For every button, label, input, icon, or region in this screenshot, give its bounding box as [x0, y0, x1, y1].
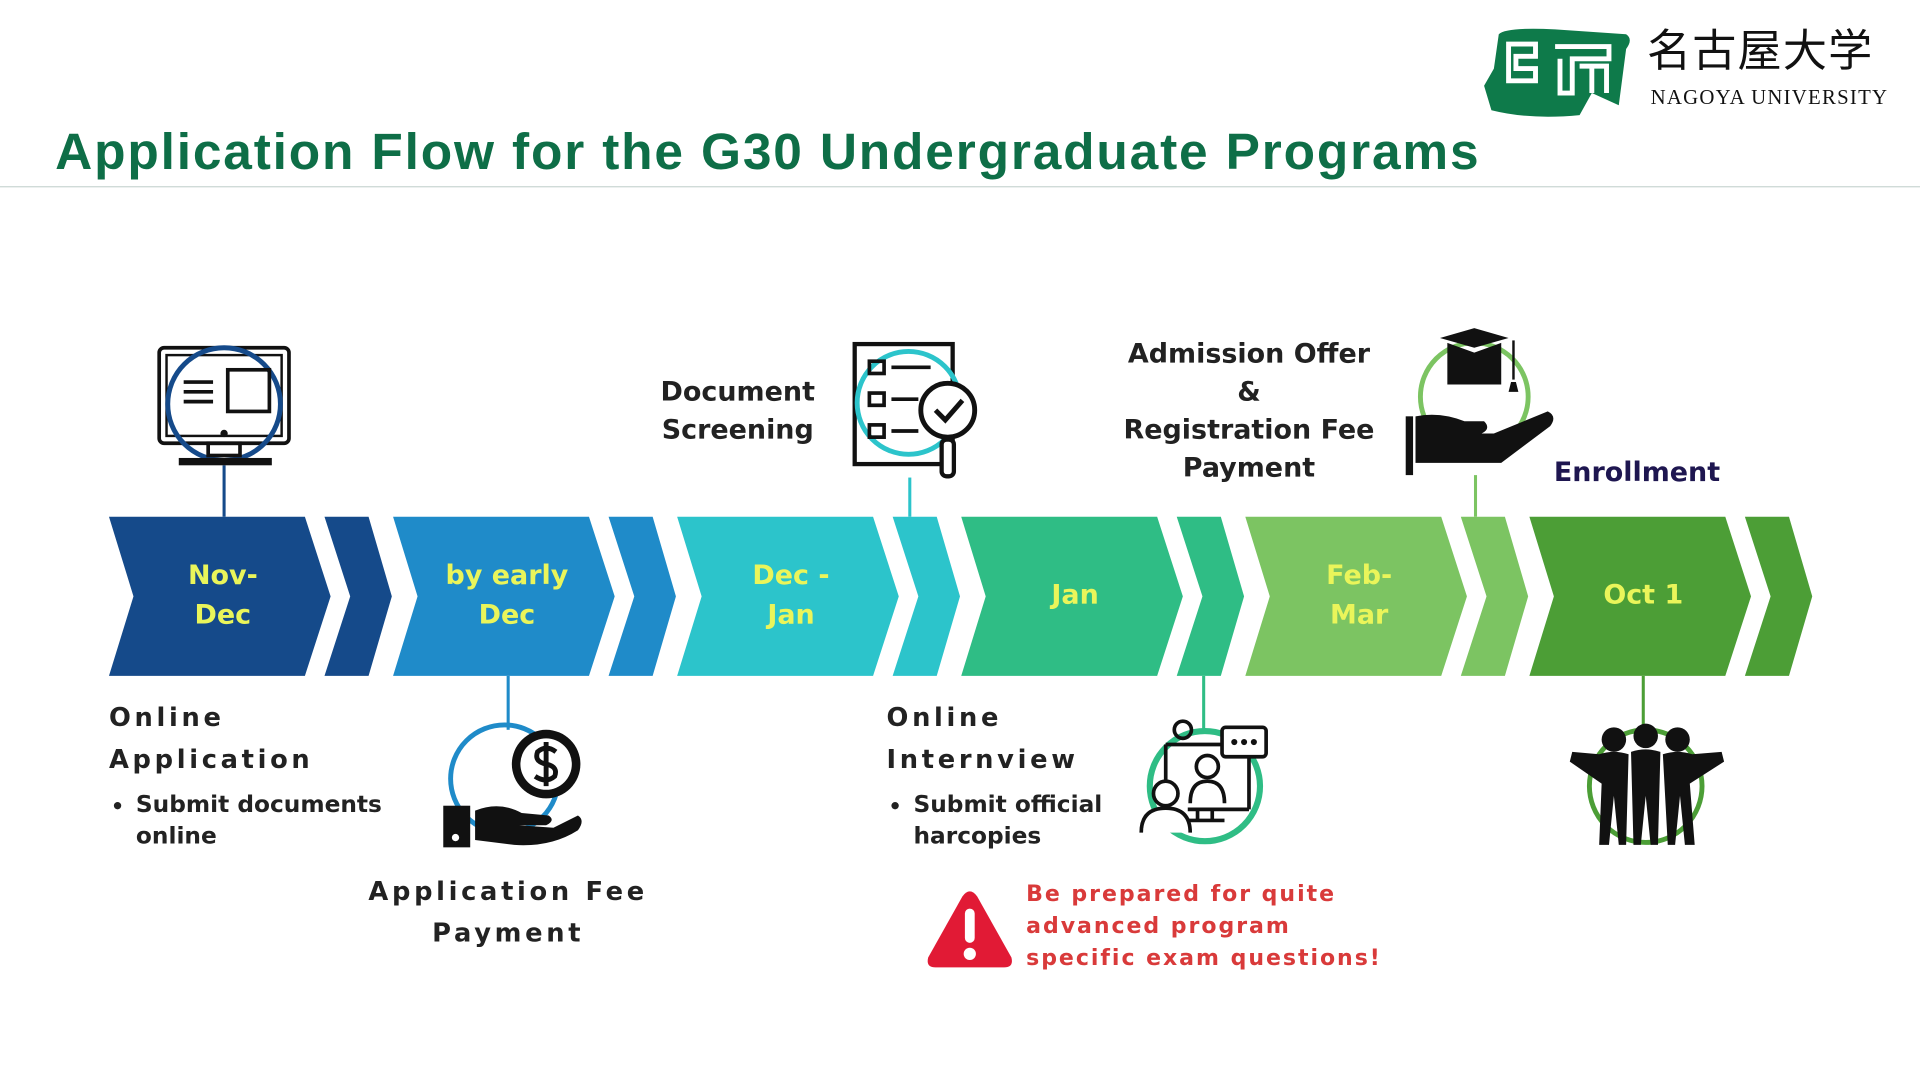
warning-message: Be prepared for quite advanced program s… — [1026, 879, 1382, 975]
period-line: Jan — [767, 600, 815, 631]
chevron-main-2 — [393, 516, 615, 676]
step-label-line: Document — [660, 377, 815, 408]
step-label-line: Registration Fee — [1123, 415, 1375, 446]
chevron-main-5 — [1245, 516, 1467, 676]
step-label-line: Payment — [1182, 453, 1316, 484]
period-line: Nov- — [187, 560, 258, 592]
chevron-arrow-2 — [608, 516, 676, 676]
step-label-online-application: Online Application — [109, 697, 313, 780]
step-label-line: Admission Offer — [1127, 339, 1371, 370]
chevron-main-6 — [1529, 516, 1752, 676]
chevron-arrow-1 — [324, 516, 392, 676]
warning-line: specific exam questions! — [1026, 945, 1382, 972]
step-label-online-interview: Online Internview — [887, 697, 1079, 780]
step-label-admission-offer: Admission Offer & Registration Fee Payme… — [1102, 336, 1396, 488]
nagoya-university-emblem-icon — [1484, 28, 1630, 117]
bullet-list: Submit official harcopies — [887, 789, 1132, 853]
period-label-4: Jan — [983, 577, 1167, 616]
chevron-arrow-3 — [892, 516, 961, 676]
step-label-document-screening: Document Screening — [637, 373, 839, 449]
hand-coin-icon — [443, 722, 582, 848]
chevron-main-1 — [108, 516, 331, 676]
step-label-application-fee: Application Fee Payment — [355, 871, 661, 954]
group-people-icon — [1569, 723, 1725, 845]
step-label-line: Payment — [432, 918, 585, 948]
period-line: Mar — [1330, 600, 1389, 631]
computer-monitor-icon — [157, 345, 291, 466]
bullet-list: Submit documents online — [109, 789, 403, 853]
bullet-item: Submit official harcopies — [913, 789, 1131, 853]
step-label-line: Application — [108, 744, 314, 774]
bullet-item: Submit documents online — [136, 789, 403, 853]
period-line: Dec — [478, 600, 536, 631]
step-label-line: Screening — [661, 415, 814, 446]
chevron-main-3 — [677, 516, 899, 676]
step-label-line: Online — [108, 702, 225, 733]
graduation-cap-hand-icon — [1405, 328, 1554, 476]
chevron-arrow-6 — [1744, 516, 1813, 676]
period-line: Dec - — [752, 560, 830, 592]
step-label-line: & — [1237, 377, 1261, 408]
step-label-line: Application Fee — [368, 876, 648, 907]
period-line: by early — [445, 560, 569, 592]
logo-english-text: NAGOYA UNIVERSITY — [1650, 85, 1889, 109]
step-label-line: Online — [886, 702, 1003, 733]
page-title: Application Flow for the G30 Undergradua… — [55, 122, 1481, 181]
period-label-3: Dec - Jan — [699, 557, 883, 635]
period-line: Dec — [194, 600, 252, 631]
chevron-arrow-4 — [1176, 516, 1245, 676]
title-divider — [0, 186, 1920, 188]
warning-line: Be prepared for quite — [1026, 881, 1336, 908]
logo-japanese-text: 名古屋大学 — [1646, 26, 1874, 78]
period-label-1: Nov- Dec — [131, 557, 315, 635]
period-line: Oct 1 — [1603, 580, 1684, 612]
checklist-magnifier-icon — [852, 341, 978, 479]
period-line: Jan — [1051, 580, 1099, 612]
step-label-enrollment: Enrollment — [1553, 457, 1721, 489]
period-line: Feb- — [1326, 560, 1393, 592]
warning-line: advanced program — [1026, 913, 1291, 940]
video-interview-icon — [1139, 719, 1268, 845]
warning-triangle-icon — [927, 891, 1012, 968]
step-label-line: Internview — [886, 744, 1079, 774]
period-label-6: Oct 1 — [1551, 577, 1735, 616]
chevron-arrow-5 — [1460, 516, 1529, 676]
period-label-5: Feb- Mar — [1267, 557, 1451, 635]
chevron-main-4 — [961, 516, 1183, 676]
